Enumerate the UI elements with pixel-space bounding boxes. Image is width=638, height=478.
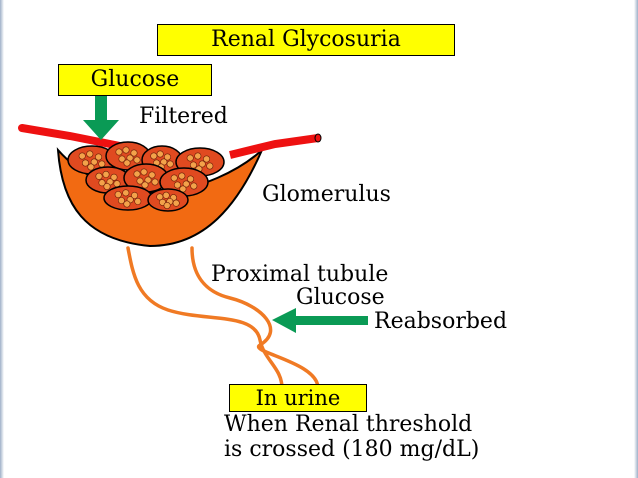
capillary-cell: [90, 158, 98, 166]
capillary-cell: [123, 200, 131, 208]
capillary-cell: [122, 146, 130, 154]
tubule-right-wall: [190, 246, 320, 390]
glucose-label-box: Glucose: [58, 64, 212, 96]
capillary-cell: [150, 152, 158, 160]
capillary-cell: [189, 161, 197, 169]
capillary-cell: [118, 155, 126, 163]
capillary-cell: [95, 153, 103, 161]
slide-edge-left: [0, 0, 4, 478]
capillary-cell: [103, 183, 111, 191]
capillary-cell: [130, 149, 138, 157]
capillary-cell: [187, 175, 195, 183]
capillary-cell: [136, 177, 144, 185]
efferent-arteriole: [229, 134, 319, 159]
glomerulus-label: Glomerulus: [262, 182, 391, 207]
capillary-cell: [131, 191, 139, 199]
reabsorbed-arrow: [272, 308, 368, 333]
capillary-cell: [133, 156, 141, 164]
capillary-cell: [163, 202, 171, 210]
capillary-cell: [114, 191, 122, 199]
capillary-cell: [110, 173, 118, 181]
capillary-cell: [141, 181, 149, 189]
capillary-cell: [162, 191, 170, 199]
capillary-cell: [156, 193, 164, 201]
capillary-cell: [206, 162, 214, 170]
proximal-tubule: [126, 246, 320, 390]
filtered-label: Filtered: [139, 104, 228, 129]
proximal-tubule-label: Proximal tubule: [211, 262, 389, 287]
threshold-line-1: When Renal threshold: [224, 412, 473, 437]
capillary-cell: [87, 163, 95, 171]
title-box: Renal Glycosuria: [157, 24, 455, 56]
capillary-cell: [172, 199, 180, 207]
capillary-cell: [98, 160, 106, 168]
capillary-cell: [123, 159, 131, 167]
capillary-cell: [86, 150, 94, 158]
capillary-cell: [98, 179, 106, 187]
capillary-cell: [113, 180, 121, 188]
capillary-cell: [166, 160, 174, 168]
capillary-cell: [95, 172, 103, 180]
capillary-cell: [156, 150, 164, 158]
tubule-glucose-label: Glucose: [296, 285, 385, 310]
slide-edge-right: [634, 0, 638, 478]
in-urine-box: In urine: [229, 384, 367, 412]
capillary-cell: [170, 174, 178, 182]
glomerular-vessel: [18, 124, 322, 159]
afferent-arteriole: [18, 124, 124, 150]
reabsorbed-label: Reabsorbed: [374, 309, 508, 334]
capillary-cell: [194, 152, 202, 160]
capillary-cell: [151, 178, 159, 186]
capillary-cell: [122, 189, 130, 197]
capillary-cell: [182, 180, 190, 188]
capillary-cell: [186, 154, 194, 162]
capillary-cell: [117, 197, 125, 205]
capillary-cell: [115, 148, 123, 156]
threshold-line-2: is crossed (180 mg/dL): [224, 437, 480, 462]
capillary-cell: [133, 170, 141, 178]
capillary-cell: [178, 172, 186, 180]
capillary-tuft: [67, 141, 225, 212]
capillary-cell: [140, 168, 148, 176]
capillary-cell: [190, 182, 198, 190]
tubule-left-wall: [126, 246, 284, 390]
filtered-arrow: [83, 96, 119, 140]
capillary-cell: [134, 197, 142, 205]
capillary-cell: [163, 153, 171, 161]
capillary-cell: [78, 152, 86, 160]
capillary-cell: [203, 155, 211, 163]
capillary-cell: [102, 170, 110, 178]
capillary-cell: [148, 171, 156, 179]
capillary-cell: [81, 159, 89, 167]
capillary-cell: [198, 160, 206, 168]
capillary-cell: [173, 181, 181, 189]
